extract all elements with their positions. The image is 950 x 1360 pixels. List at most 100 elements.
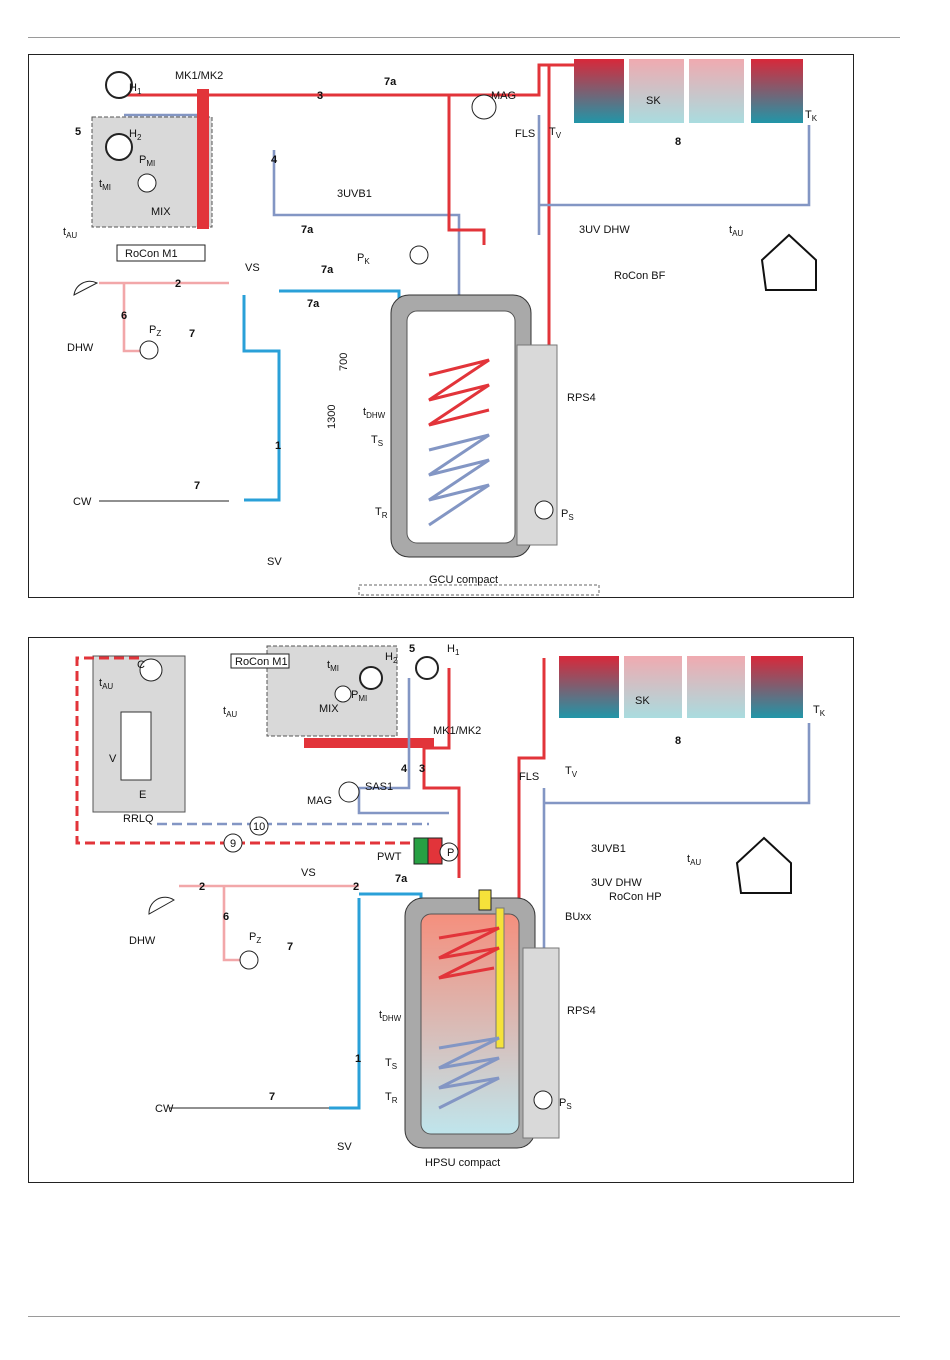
solar-coil — [438, 1036, 500, 1110]
label-7-cw: 7 — [269, 1091, 275, 1103]
label-tr: TR — [385, 1091, 398, 1105]
label-8: 8 — [675, 735, 681, 747]
return-pipe — [124, 113, 461, 355]
label-h1: H1 — [447, 643, 460, 657]
caption-box — [358, 584, 600, 596]
label-8: 8 — [675, 136, 681, 148]
caption-hpsu: HPSU compact — [425, 1157, 500, 1169]
label-fls: FLS — [519, 771, 539, 783]
solar-collector-icon — [559, 656, 619, 718]
label-tk: TK — [805, 109, 818, 123]
expansion-vessel-icon — [471, 94, 497, 120]
label-p: P — [447, 847, 454, 859]
pump-icon — [105, 71, 133, 99]
label-pwt: PWT — [377, 851, 402, 863]
label-9: 9 — [230, 838, 236, 850]
label-6: 6 — [121, 310, 127, 322]
label-tv: TV — [565, 765, 578, 779]
label-c: C — [137, 659, 145, 671]
label-rocon-hp: RoCon HP — [609, 891, 662, 903]
label-6: 6 — [223, 911, 229, 923]
pump-icon — [359, 666, 383, 690]
label-tmi: tMI — [99, 178, 111, 192]
label-700: 700 — [338, 353, 350, 371]
label-vs: VS — [245, 262, 260, 274]
house-icon — [735, 836, 792, 894]
shower-icon — [73, 280, 99, 296]
label-mag: MAG — [307, 795, 332, 807]
label-rocon-m1: RoCon M1 — [125, 248, 178, 260]
label-sv: SV — [337, 1141, 352, 1153]
solar-collector-icon — [751, 59, 803, 123]
label-e: E — [139, 789, 146, 801]
label-3uvb1: 3UVB1 — [337, 188, 372, 200]
label-3uv-dhw: 3UV DHW — [591, 877, 642, 889]
label-tau-rrlq: tAU — [99, 677, 113, 691]
solar-collector-icon — [751, 656, 803, 718]
solar-unit-housing — [522, 947, 560, 1139]
label-pz: PZ — [149, 324, 161, 338]
hot-supply-pipe — [422, 668, 461, 878]
label-10: 10 — [253, 821, 265, 833]
label-h1: H1 — [129, 82, 142, 96]
label-3uv-dhw: 3UV DHW — [579, 224, 630, 236]
label-7a: 7a — [395, 873, 408, 885]
hot-supply-pipe — [124, 63, 574, 97]
label-tv: TV — [549, 126, 562, 140]
label-7a-vs: 7a — [321, 264, 334, 276]
solar-collector-icon — [687, 656, 745, 718]
plate-heat-exchanger-pwt — [413, 837, 429, 865]
label-tmi: tMI — [327, 659, 339, 673]
pump-icon — [439, 842, 459, 862]
label-pk: PK — [357, 252, 370, 266]
label-3: 3 — [419, 763, 425, 775]
cold-water-pipe-1 — [242, 295, 281, 502]
label-v: V — [109, 753, 117, 765]
label-sk: SK — [635, 695, 650, 707]
label-3: 3 — [317, 90, 323, 102]
pump-icon — [239, 950, 259, 970]
label-tr: TR — [375, 506, 388, 520]
expansion-vessel-icon — [338, 781, 360, 803]
rocon-m1-box — [116, 244, 206, 262]
label-h2: H2 — [385, 651, 398, 665]
label-7-pz: 7 — [287, 941, 293, 953]
label-tdhw: tDHW — [363, 406, 386, 420]
label-7a-top: 7a — [384, 76, 397, 88]
evaporator — [120, 711, 152, 781]
label-7a-low: 7a — [307, 298, 320, 310]
marker-9 — [223, 833, 243, 853]
label-7-pz: 7 — [189, 328, 195, 340]
label-4: 4 — [401, 763, 408, 775]
tank-inner — [406, 310, 516, 544]
label-4: 4 — [271, 154, 278, 166]
pump-icon — [415, 656, 439, 680]
label-5: 5 — [75, 126, 81, 138]
label-tau-left: tAU — [223, 705, 237, 719]
label-rrlq: RRLQ — [123, 813, 154, 825]
caption-gcu: GCU compact — [429, 574, 498, 586]
label-tau-house: tAU — [729, 224, 743, 238]
label-ps: PS — [559, 1097, 572, 1111]
label-pmi: PMI — [139, 154, 155, 168]
pump-icon — [534, 500, 554, 520]
top-rule — [28, 37, 900, 38]
label-h2: H2 — [129, 128, 142, 142]
bottom-rule — [28, 1316, 900, 1317]
pump-icon — [334, 685, 352, 703]
cold-water-pipe-1 — [329, 898, 361, 1110]
marker-10 — [249, 816, 269, 836]
label-tau-left: tAU — [63, 226, 77, 240]
label-dhw: DHW — [129, 935, 156, 947]
rocon-m1-box — [230, 653, 290, 669]
label-cw: CW — [155, 1103, 174, 1115]
solar-coil — [428, 433, 490, 527]
solar-return-pipe — [542, 723, 811, 1038]
diagram-gcu-svg: H1 MK1/MK2 5 H2 PMI tMI MIX tAU RoCon M1… — [63, 59, 818, 596]
pump-icon — [409, 245, 429, 265]
diagram-hpsu-svg: RRLQ C tAU V E RoCon M1 tAU tMI PMI MIX … — [75, 643, 826, 1169]
label-cw: CW — [73, 496, 92, 508]
label-2-left: 2 — [199, 881, 205, 893]
backup-heater-buxx — [495, 907, 505, 1049]
refrigerant-pipe-9 — [75, 656, 419, 845]
